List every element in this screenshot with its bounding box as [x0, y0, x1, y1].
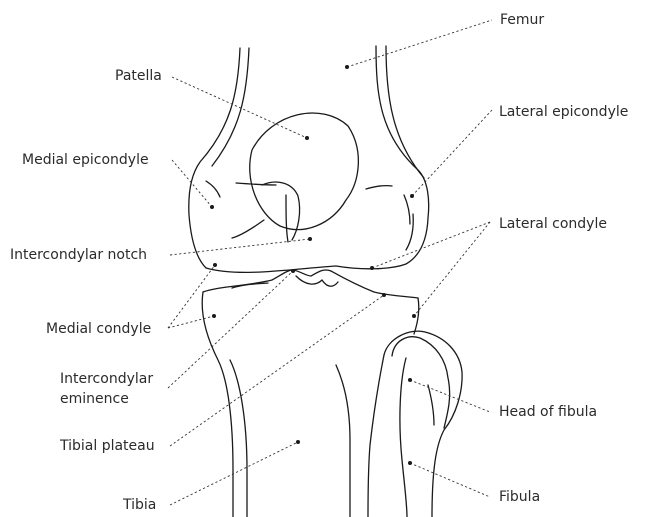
- labels: Femur Patella Lateral epicondyle Medial …: [10, 12, 628, 513]
- dot-femur: [345, 65, 349, 69]
- label-tibial-plateau: Tibial plateau: [59, 438, 155, 454]
- dot-medial-epicondyle: [210, 205, 214, 209]
- dot-medial-condyle-tibia: [212, 314, 216, 318]
- dot-intercondylar-eminence: [291, 269, 295, 273]
- leader-fibula: [410, 463, 490, 497]
- leader-lateral-epicondyle: [412, 110, 492, 196]
- leader-intercondylar-notch: [170, 239, 310, 255]
- leader-lateral-condyle-a: [372, 222, 490, 268]
- dot-fibula: [408, 461, 412, 465]
- dot-head-of-fibula: [408, 378, 412, 382]
- leader-medial-epicondyle: [172, 160, 212, 207]
- label-medial-condyle: Medial condyle: [46, 321, 151, 337]
- dot-tibial-plateau: [382, 293, 386, 297]
- leader-intercondylar-eminence: [168, 271, 293, 388]
- leader-patella: [172, 77, 307, 138]
- leader-femur: [347, 20, 492, 67]
- leader-medial-condyle-a: [168, 265, 215, 328]
- dot-lateral-epicondyle: [410, 194, 414, 198]
- label-lateral-epicondyle: Lateral epicondyle: [499, 104, 628, 120]
- label-tibia: Tibia: [122, 497, 156, 513]
- label-intercondylar-eminence-line2: eminence: [60, 391, 129, 407]
- dot-lateral-condyle: [370, 266, 374, 270]
- label-patella: Patella: [115, 68, 162, 84]
- leader-head-of-fibula: [410, 380, 490, 412]
- fibula-outline: [368, 331, 462, 517]
- patella-outline: [250, 113, 359, 242]
- leader-medial-condyle-b: [168, 316, 214, 328]
- dot-tibia: [296, 440, 300, 444]
- dot-medial-condyle-femur: [213, 263, 217, 267]
- leader-tibia: [170, 442, 298, 505]
- label-intercondylar-eminence-line1: Intercondylar: [60, 371, 153, 387]
- label-fibula: Fibula: [499, 489, 540, 505]
- leader-tibial-plateau: [170, 295, 384, 446]
- dot-patella: [305, 136, 309, 140]
- dot-lateral-condyle-tibia: [412, 314, 416, 318]
- dot-intercondylar-notch: [308, 237, 312, 241]
- label-lateral-condyle: Lateral condyle: [499, 216, 607, 232]
- label-medial-epicondyle: Medial epicondyle: [22, 152, 149, 168]
- pointer-dots: [210, 65, 416, 465]
- label-head-of-fibula: Head of fibula: [499, 404, 597, 420]
- label-intercondylar-notch: Intercondylar notch: [10, 247, 147, 263]
- tibia-outline: [202, 270, 419, 517]
- label-femur: Femur: [500, 12, 544, 28]
